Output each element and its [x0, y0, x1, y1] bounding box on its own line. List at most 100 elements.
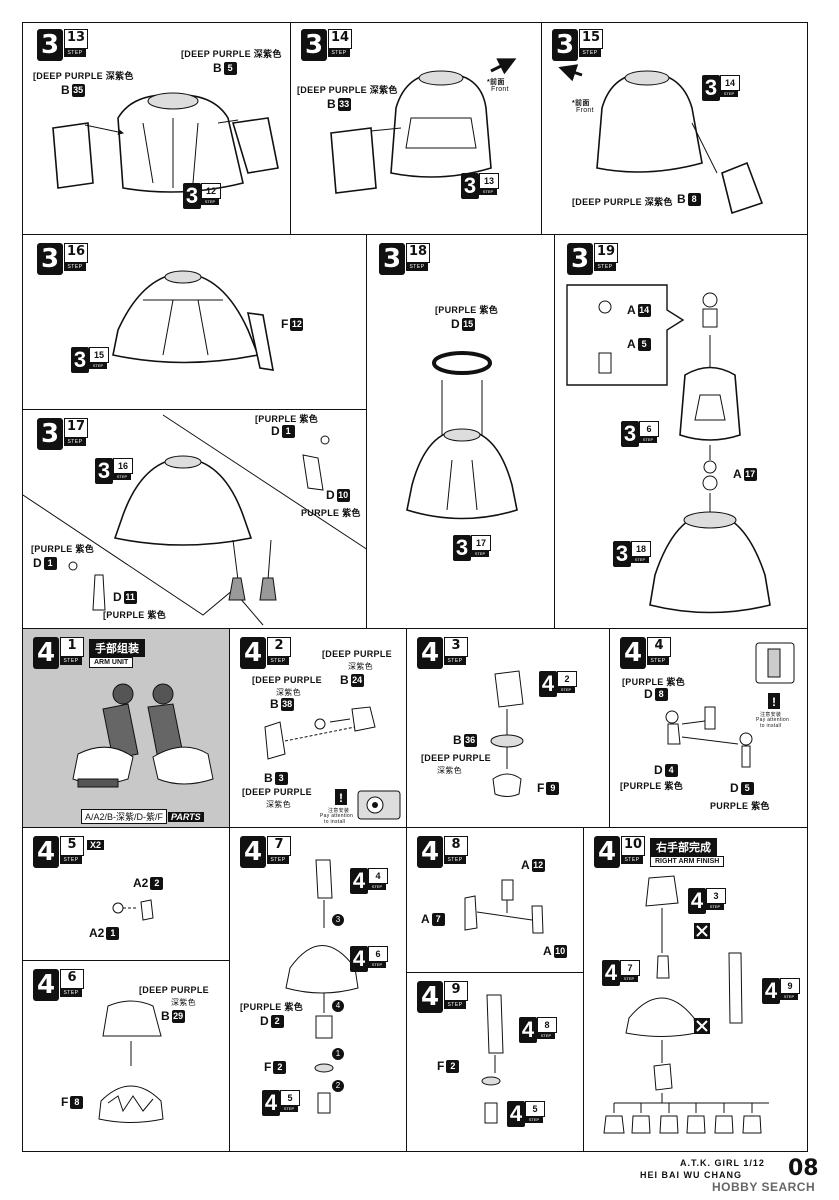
ref-step-word: STEP: [639, 437, 657, 443]
step-4-8-illustration: [464, 879, 544, 934]
part-number: 10: [553, 944, 567, 958]
section-title-cn: 手部组装: [89, 639, 145, 657]
step-word: STEP: [647, 657, 669, 665]
step-minor: 13: [64, 29, 88, 49]
part-number: 2: [150, 876, 164, 890]
step-3-14-illustration: [330, 58, 517, 194]
part-color-label: PURPLE 紫色: [301, 508, 361, 518]
runner-letter: A: [421, 912, 430, 926]
part-number: 9: [546, 781, 560, 795]
part-number: 1: [106, 926, 120, 940]
step-3-13-illustration: [52, 92, 279, 193]
ref-step-word: STEP: [368, 962, 386, 968]
runner-letter: A: [627, 303, 636, 317]
part-color-label: [PURPLE 紫色: [435, 305, 499, 315]
ref-major: 3: [461, 173, 479, 199]
part-color-label: [DEEP PURPLE: [139, 985, 209, 995]
step-word: STEP: [444, 657, 466, 665]
step-minor: 19: [594, 243, 618, 263]
part-number: 2: [273, 1060, 287, 1074]
step-4-6-illustration: [98, 1000, 164, 1123]
part-number: 1: [43, 556, 57, 570]
step-word: STEP: [444, 856, 466, 864]
step-major: 4: [33, 969, 59, 1001]
step-word: STEP: [64, 263, 86, 271]
front-cn: *前面: [487, 79, 505, 86]
step-minor: 8: [444, 836, 468, 856]
part-color-cn: 深紫色: [348, 662, 373, 671]
runner-letter: A2: [133, 876, 149, 890]
step-4-2-illustration: !: [264, 706, 401, 820]
ref-major: 3: [453, 535, 471, 561]
part-number: 4: [664, 763, 678, 777]
ref-step-word: STEP: [368, 884, 386, 890]
part-number: 36: [463, 733, 477, 747]
part-number: 24: [350, 673, 364, 687]
part-number: 5: [740, 781, 754, 795]
front-cn: *前面: [572, 100, 590, 107]
ref-step-word: STEP: [201, 199, 219, 205]
order-badge-4: 4: [332, 1000, 344, 1012]
ref-minor: 2: [557, 671, 577, 687]
step-major: 4: [620, 637, 646, 669]
step-3-18-illustration: [406, 351, 518, 520]
runner-letter: A: [521, 858, 530, 872]
ref-minor: 5: [280, 1090, 300, 1106]
part-number: 14: [637, 303, 651, 317]
order-badge-2: 2: [332, 1080, 344, 1092]
step-minor: 15: [579, 29, 603, 49]
runner-letter: F: [437, 1059, 445, 1073]
step-word: STEP: [60, 657, 82, 665]
footer-subtitle: HEI BAI WU CHANG: [640, 1170, 742, 1180]
part-color-label: [DEEP PURPLE 深紫色: [572, 197, 673, 207]
runner-letter: A: [543, 944, 552, 958]
step-minor: 7: [267, 836, 291, 856]
step-major: 3: [379, 243, 405, 275]
section-title-en: RIGHT ARM FINISH: [650, 856, 725, 867]
note-cn: 注意安装: [760, 712, 782, 718]
ref-step-word: STEP: [557, 687, 575, 693]
part-color-label: [DEEP PURPLE 深紫色: [297, 85, 398, 95]
part-color-label: [PURPLE 紫色: [620, 781, 684, 791]
ref-major: 4: [350, 946, 368, 972]
note-en-2: to install: [324, 819, 346, 825]
parts-list-text: A/A2/B-深紫/D-紫/F: [81, 809, 168, 824]
runner-letter: D: [654, 763, 663, 777]
step-word: STEP: [594, 263, 616, 271]
runner-letter: B: [161, 1009, 170, 1023]
part-color-label: PURPLE 紫色: [710, 801, 770, 811]
part-number: 8: [654, 687, 668, 701]
step-major: 3: [37, 243, 63, 275]
ref-major: 4: [688, 888, 706, 914]
runner-letter: F: [264, 1060, 272, 1074]
step-4-4-illustration: !: [665, 642, 795, 768]
ref-minor: 6: [639, 421, 659, 437]
